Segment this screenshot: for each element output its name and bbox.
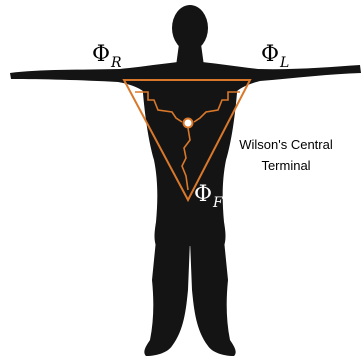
central-terminal-dot [184,119,193,128]
phi-r-subscript: R [111,55,122,71]
label-phi-f: ΦF [194,184,223,206]
central-terminal-caption: Wilson's Central Terminal [220,134,352,176]
phi-l-subscript: L [280,55,289,71]
phi-f-subscript: F [213,195,223,211]
leg-right [144,240,190,356]
caption-line-1: Wilson's Central [220,134,352,155]
phi-l-symbol: Φ [261,42,279,67]
body-silhouette [10,5,361,356]
leg-left [190,240,236,356]
caption-line-2: Terminal [220,155,352,176]
phi-r-symbol: Φ [92,42,110,67]
phi-f-symbol: Φ [194,182,212,207]
label-phi-l: ΦL [261,44,289,66]
label-phi-r: ΦR [92,44,122,66]
